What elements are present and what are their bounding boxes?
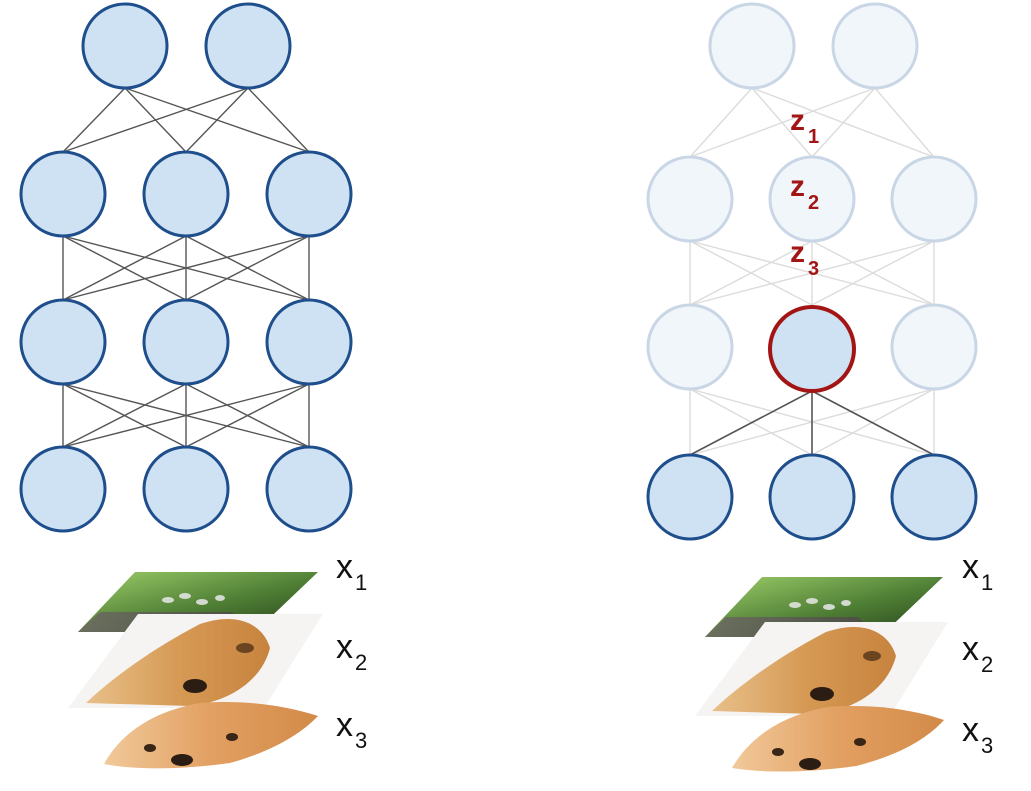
- svg-text:3: 3: [981, 733, 993, 758]
- svg-text:x: x: [336, 628, 353, 666]
- right-highlighted-node: [768, 305, 856, 393]
- left-input-label-x1: x 1: [336, 548, 367, 595]
- latent-label-z1: z 1: [790, 104, 819, 148]
- right-input-label-x3: x 3: [962, 711, 993, 758]
- left-hidden-node: [265, 298, 353, 386]
- right-active-edges: [689, 390, 935, 456]
- left-hidden-node: [142, 298, 230, 386]
- left-output-node: [81, 2, 169, 90]
- left-output-node: [204, 2, 292, 90]
- svg-text:1: 1: [355, 570, 367, 595]
- svg-text:1: 1: [808, 126, 819, 148]
- left-hidden-node: [142, 150, 230, 238]
- left-input-node: [265, 445, 353, 533]
- left-hidden-node: [265, 150, 353, 238]
- right-input-label-x2: x 2: [962, 630, 993, 677]
- svg-text:x: x: [962, 548, 979, 586]
- right-hidden-node: [646, 303, 734, 391]
- right-input-node: [646, 453, 734, 541]
- right-hidden-node: [768, 155, 856, 243]
- svg-text:x: x: [336, 548, 353, 586]
- left-input-label-x3: x 3: [336, 706, 367, 753]
- svg-text:2: 2: [808, 192, 819, 214]
- right-hidden-node: [646, 155, 734, 243]
- svg-text:x: x: [962, 711, 979, 749]
- right-input-node: [768, 453, 856, 541]
- right-network: z 1 z 2 z 3: [646, 2, 993, 772]
- latent-label-z2: z 2: [790, 170, 819, 214]
- svg-text:x: x: [962, 630, 979, 668]
- svg-text:z: z: [790, 104, 805, 137]
- svg-text:2: 2: [981, 652, 993, 677]
- right-faded-edges: [689, 87, 935, 456]
- right-input-label-x1: x 1: [962, 548, 993, 595]
- latent-label-z3: z 3: [790, 236, 819, 280]
- right-input-nodes: [646, 453, 978, 541]
- left-image-x2: [68, 614, 323, 708]
- svg-text:3: 3: [355, 728, 367, 753]
- left-network: x 1 x 2 x 3: [19, 2, 367, 769]
- right-hidden-node: [890, 303, 978, 391]
- right-image-x2: [695, 622, 948, 716]
- left-hidden-node: [19, 298, 107, 386]
- left-hidden-node: [19, 150, 107, 238]
- left-input-node: [142, 445, 230, 533]
- svg-text:x: x: [336, 706, 353, 744]
- left-input-images: [68, 572, 323, 769]
- right-input-node: [890, 453, 978, 541]
- left-input-label-x2: x 2: [336, 628, 367, 675]
- right-input-images: [695, 577, 948, 772]
- svg-text:z: z: [790, 170, 805, 203]
- left-edges: [62, 87, 310, 448]
- right-image-x3: [732, 706, 944, 772]
- left-nodes: [19, 2, 353, 533]
- left-input-node: [19, 445, 107, 533]
- svg-text:3: 3: [808, 258, 819, 280]
- right-output-node: [831, 2, 919, 90]
- svg-text:z: z: [790, 236, 805, 269]
- right-faded-nodes: [646, 2, 978, 391]
- right-output-node: [708, 2, 796, 90]
- right-hidden-node: [890, 155, 978, 243]
- svg-text:1: 1: [981, 570, 993, 595]
- svg-text:2: 2: [355, 650, 367, 675]
- left-image-x3: [104, 702, 318, 769]
